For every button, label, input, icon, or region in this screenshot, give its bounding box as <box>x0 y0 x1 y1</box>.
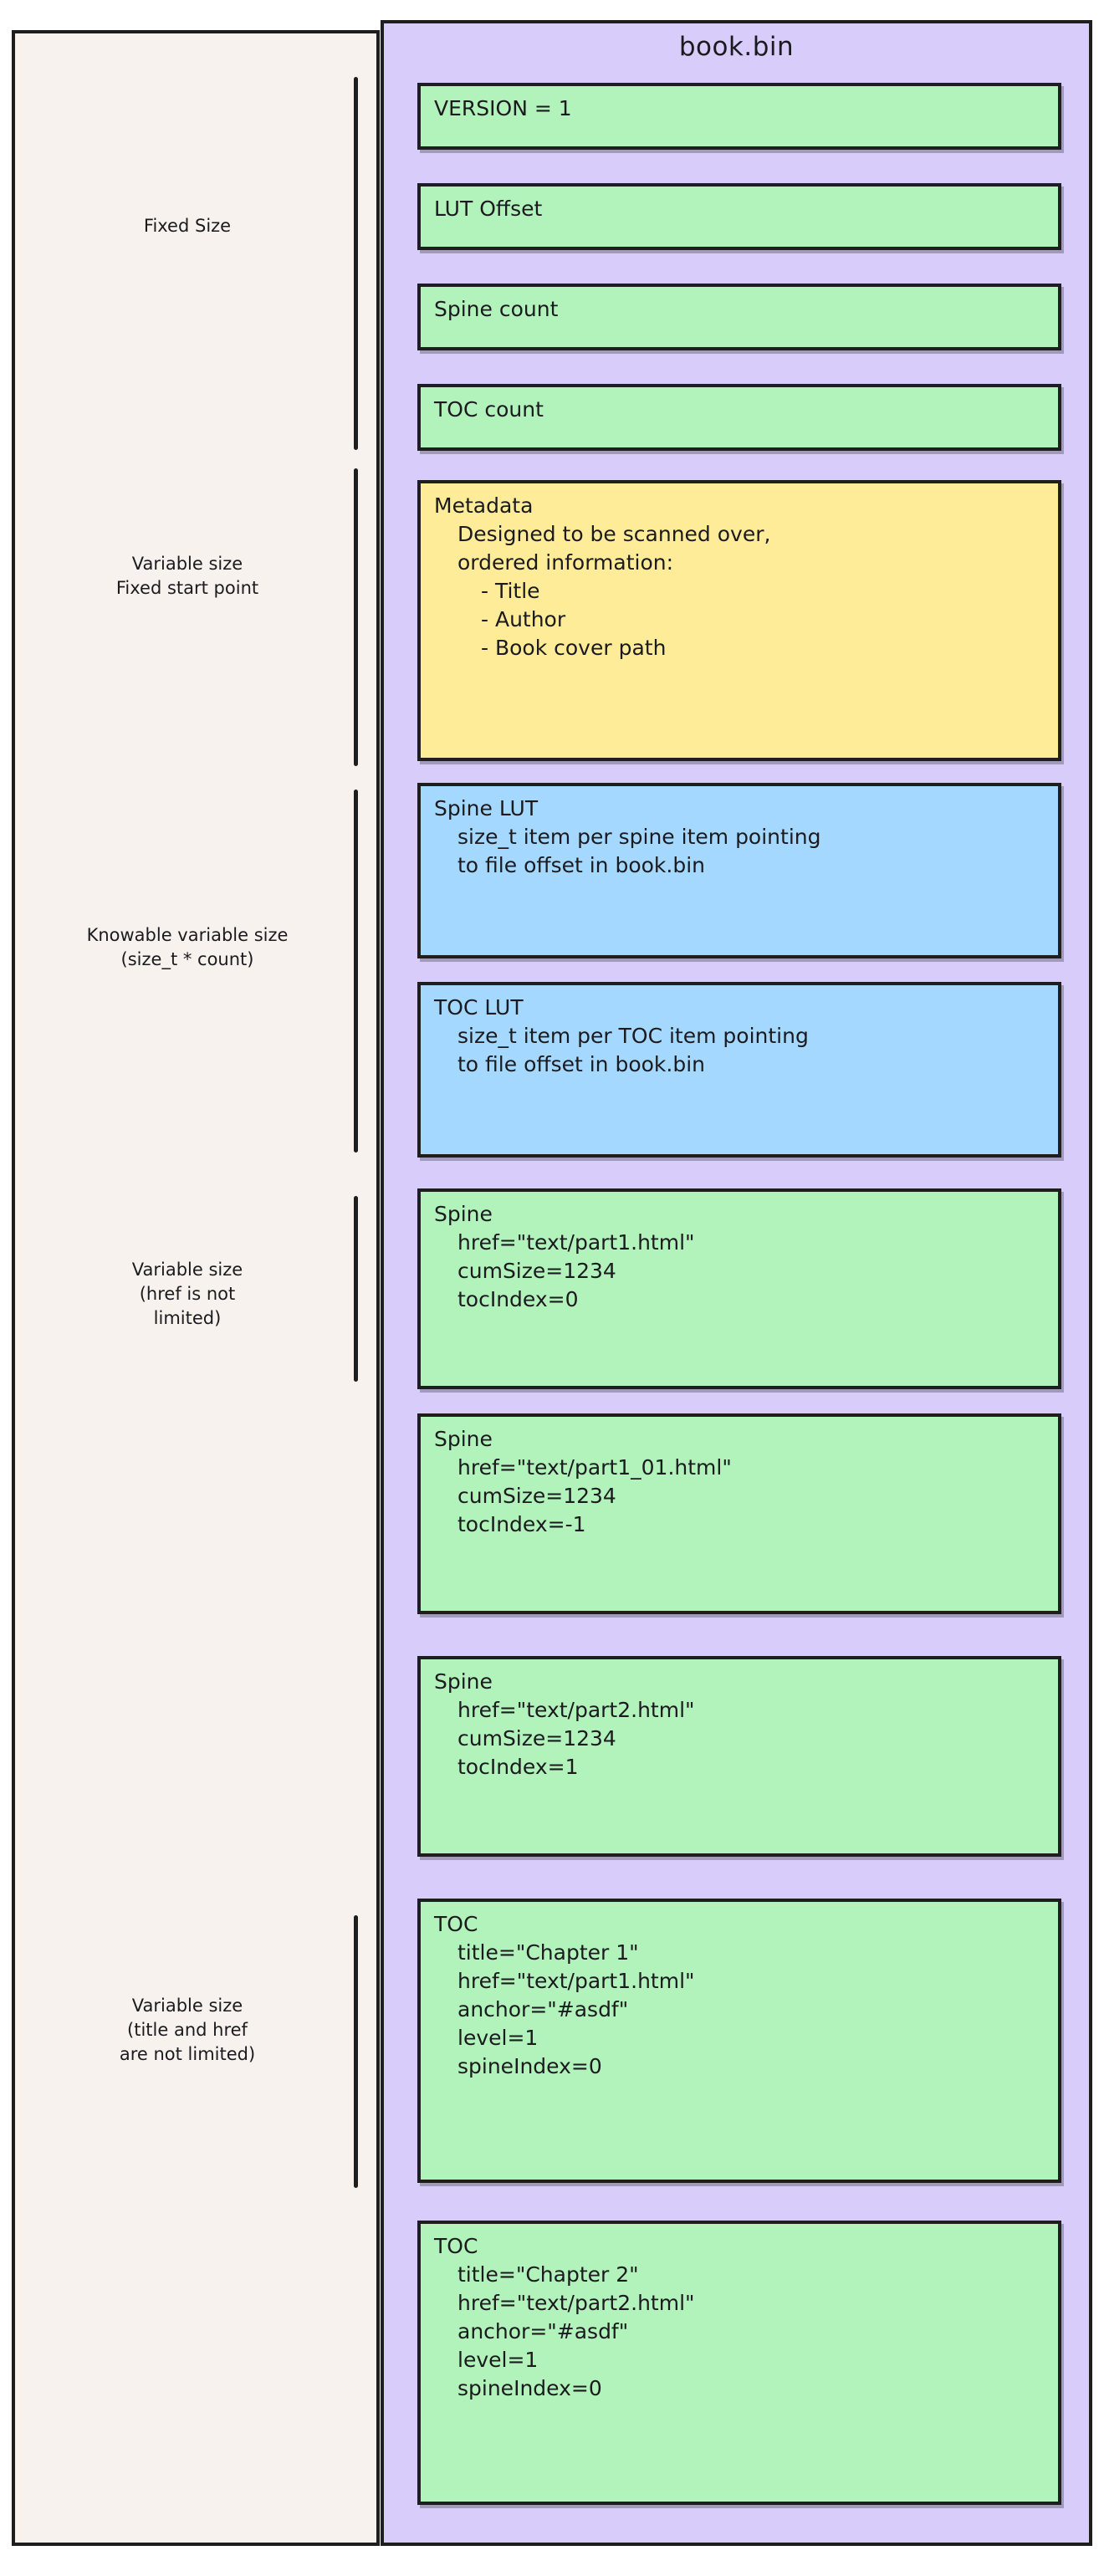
field-box-toc-lut[interactable]: TOC LUT size_t item per TOC item pointin… <box>417 982 1061 1158</box>
box-line: Spine LUT <box>434 796 539 820</box>
field-box-toc-item-1[interactable]: TOC title="Chapter 1" href="text/part1.h… <box>417 1899 1061 2183</box>
group-label-fixed-size: Fixed Size <box>143 216 232 236</box>
box-line: ordered information: <box>457 550 674 575</box>
box-line: cumSize=1234 <box>457 1259 616 1283</box>
box-line: TOC <box>434 1912 478 1936</box>
field-box-spine-item-1[interactable]: Spine href="text/part1.html" cumSize=123… <box>417 1188 1061 1389</box>
group-label-knowable-variable-size: Knowable variable size (size_t * count) <box>86 925 289 969</box>
field-box-spine-lut[interactable]: Spine LUT size_t item per spine item poi… <box>417 783 1061 958</box>
bracket-fixed-size <box>354 77 358 450</box>
bracket-variable-title-href <box>354 1915 358 2188</box>
box-line: tocIndex=0 <box>457 1287 579 1311</box>
box-line: - Book cover path <box>481 636 667 660</box>
box-line: size_t item per spine item pointing <box>457 825 821 849</box>
group-label-variable-fixed-start: Variable size Fixed start point <box>115 554 259 598</box>
box-line: Spine count <box>434 297 559 321</box>
box-line: Spine <box>434 1427 493 1451</box>
box-line: TOC count <box>434 397 544 422</box>
field-box-metadata[interactable]: Metadata Designed to be scanned over, or… <box>417 480 1061 761</box>
box-line: spineIndex=0 <box>457 2054 602 2078</box>
box-line: href="text/part2.html" <box>457 1698 695 1722</box>
page-title: book.bin <box>678 32 795 62</box>
box-line: - Title <box>481 579 540 603</box>
group-label-variable-title-href: Variable size (title and href are not li… <box>119 1996 256 2064</box>
group-label-variable-href: Variable size (href is not limited) <box>131 1260 243 1328</box>
field-box-spine-item-2[interactable]: Spine href="text/part1_01.html" cumSize=… <box>417 1413 1061 1614</box>
box-line: Metadata <box>434 493 534 518</box>
field-box-spine-count[interactable]: Spine count <box>417 284 1061 350</box>
box-line: href="text/part1.html" <box>457 1230 695 1255</box>
field-box-toc-item-2[interactable]: TOC title="Chapter 2" href="text/part2.h… <box>417 2221 1061 2505</box>
box-line: size_t item per TOC item pointing <box>457 1024 809 1048</box>
bracket-variable-href <box>354 1196 358 1382</box>
field-box-toc-count[interactable]: TOC count <box>417 384 1061 451</box>
box-line: level=1 <box>457 2026 539 2050</box>
box-line: cumSize=1234 <box>457 1484 616 1508</box>
box-line: href="text/part1_01.html" <box>457 1455 732 1480</box>
box-line: TOC <box>434 2234 478 2258</box>
box-line: - Author <box>481 607 566 631</box>
bracket-variable-fixed-start <box>354 468 358 766</box>
box-line: anchor="#asdf" <box>457 2319 629 2343</box>
box-line: href="text/part1.html" <box>457 1969 695 1993</box>
box-line: anchor="#asdf" <box>457 1997 629 2021</box>
box-line: to file offset in book.bin <box>457 853 706 877</box>
box-line: tocIndex=1 <box>457 1755 579 1779</box>
field-box-version[interactable]: VERSION = 1 <box>417 83 1061 150</box>
box-line: spineIndex=0 <box>457 2376 602 2400</box>
box-line: level=1 <box>457 2348 539 2372</box>
box-line: to file offset in book.bin <box>457 1052 706 1076</box>
box-line: LUT Offset <box>434 197 543 221</box>
box-line: TOC LUT <box>434 995 524 1020</box>
box-line: cumSize=1234 <box>457 1726 616 1751</box>
box-line: VERSION = 1 <box>434 96 572 120</box>
box-line: Designed to be scanned over, <box>457 522 771 546</box>
box-line: Spine <box>434 1669 493 1694</box>
box-line: Spine <box>434 1202 493 1226</box>
field-box-spine-item-3[interactable]: Spine href="text/part2.html" cumSize=123… <box>417 1656 1061 1857</box>
bracket-knowable-variable-size <box>354 790 358 1153</box>
annotation-panel <box>12 30 380 2546</box>
box-line: tocIndex=-1 <box>457 1512 586 1536</box>
field-box-lut-offset[interactable]: LUT Offset <box>417 183 1061 250</box>
box-line: title="Chapter 1" <box>457 1940 639 1965</box>
box-line: href="text/part2.html" <box>457 2291 695 2315</box>
box-line: title="Chapter 2" <box>457 2262 639 2287</box>
